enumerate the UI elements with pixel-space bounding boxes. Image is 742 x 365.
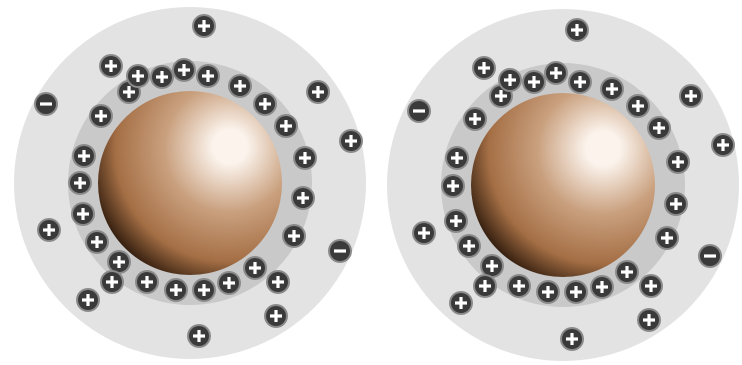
plus-ion-icon: + bbox=[600, 77, 624, 101]
plus-ion-icon: + bbox=[711, 133, 735, 157]
plus-ion-icon: + bbox=[293, 146, 317, 170]
plus-ion-icon: + bbox=[126, 64, 150, 88]
plus-ion-icon: + bbox=[647, 116, 671, 140]
plus-ion-icon: + bbox=[590, 275, 614, 299]
plus-ion-icon: + bbox=[37, 218, 61, 242]
minus-ion-icon: − bbox=[407, 99, 431, 123]
plus-ion-icon: + bbox=[615, 260, 639, 284]
plus-ion-icon: + bbox=[655, 226, 679, 250]
plus-ion-icon: + bbox=[544, 61, 568, 85]
plus-ion-icon: + bbox=[76, 288, 100, 312]
plus-ion-icon: + bbox=[228, 74, 252, 98]
plus-ion-icon: + bbox=[560, 327, 584, 351]
plus-ion-icon: + bbox=[164, 278, 188, 302]
particle-left: ++++++++++++++++++++++++++++++++−− bbox=[14, 7, 366, 359]
plus-ion-icon: + bbox=[282, 224, 306, 248]
charged-particle-sphere bbox=[98, 91, 282, 275]
plus-ion-icon: + bbox=[68, 171, 92, 195]
plus-ion-icon: + bbox=[445, 146, 469, 170]
plus-ion-icon: + bbox=[498, 68, 522, 92]
plus-ion-icon: + bbox=[536, 280, 560, 304]
plus-ion-icon: + bbox=[639, 274, 663, 298]
plus-ion-icon: + bbox=[306, 80, 330, 104]
minus-ion-icon: − bbox=[34, 92, 58, 116]
plus-ion-icon: + bbox=[507, 274, 531, 298]
plus-ion-icon: + bbox=[89, 104, 113, 128]
plus-ion-icon: + bbox=[100, 270, 124, 294]
plus-ion-icon: + bbox=[444, 209, 468, 233]
plus-ion-icon: + bbox=[412, 221, 436, 245]
plus-ion-icon: + bbox=[192, 278, 216, 302]
plus-ion-icon: + bbox=[150, 65, 174, 89]
plus-ion-icon: + bbox=[457, 234, 481, 258]
charged-particle-sphere bbox=[471, 93, 655, 277]
plus-ion-icon: + bbox=[196, 64, 220, 88]
plus-ion-icon: + bbox=[99, 54, 123, 78]
plus-ion-icon: + bbox=[266, 270, 290, 294]
plus-ion-icon: + bbox=[664, 192, 688, 216]
plus-ion-icon: + bbox=[473, 274, 497, 298]
plus-ion-icon: + bbox=[72, 144, 96, 168]
plus-ion-icon: + bbox=[217, 271, 241, 295]
plus-ion-icon: + bbox=[339, 129, 363, 153]
plus-ion-icon: + bbox=[564, 280, 588, 304]
plus-ion-icon: + bbox=[441, 174, 465, 198]
minus-ion-icon: − bbox=[328, 239, 352, 263]
plus-ion-icon: + bbox=[187, 324, 211, 348]
plus-ion-icon: + bbox=[568, 70, 592, 94]
particle-right: ++++++++++++++++++++++++++++++++−− bbox=[387, 9, 739, 361]
plus-ion-icon: + bbox=[291, 186, 315, 210]
plus-ion-icon: + bbox=[626, 94, 650, 118]
plus-ion-icon: + bbox=[565, 18, 589, 42]
plus-ion-icon: + bbox=[264, 304, 288, 328]
plus-ion-icon: + bbox=[243, 256, 267, 280]
plus-ion-icon: + bbox=[71, 202, 95, 226]
plus-ion-icon: + bbox=[679, 84, 703, 108]
plus-ion-icon: + bbox=[85, 230, 109, 254]
plus-ion-icon: + bbox=[522, 70, 546, 94]
plus-ion-icon: + bbox=[135, 270, 159, 294]
plus-ion-icon: + bbox=[449, 291, 473, 315]
plus-ion-icon: + bbox=[637, 308, 661, 332]
plus-ion-icon: + bbox=[666, 150, 690, 174]
plus-ion-icon: + bbox=[274, 114, 298, 138]
minus-ion-icon: − bbox=[698, 244, 722, 268]
plus-ion-icon: + bbox=[253, 92, 277, 116]
plus-ion-icon: + bbox=[192, 14, 216, 38]
plus-ion-icon: + bbox=[472, 56, 496, 80]
plus-ion-icon: + bbox=[172, 58, 196, 82]
plus-ion-icon: + bbox=[463, 107, 487, 131]
